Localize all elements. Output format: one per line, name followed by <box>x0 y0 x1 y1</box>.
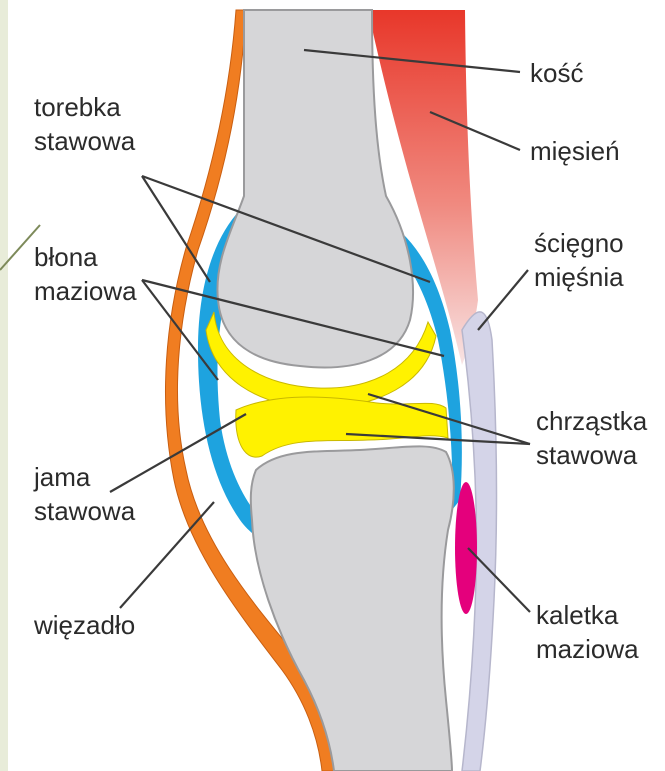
label-jama-line2: stawowa <box>34 494 135 528</box>
label-miesien: mięsień <box>530 134 620 168</box>
label-kaletka-maziowa: kaletka maziowa <box>536 598 639 666</box>
leader-sciegno <box>478 270 528 330</box>
label-sciegno-line1: ścięgno <box>534 226 624 260</box>
label-blona-line2: maziowa <box>34 274 137 308</box>
label-miesien-text: mięsień <box>530 134 620 168</box>
label-chrzastka-line1: chrząstka <box>536 404 647 438</box>
label-torebka-stawowa: torebka stawowa <box>34 90 135 158</box>
label-sciegno-miesnia: ścięgno mięśnia <box>534 226 624 294</box>
label-chrzastka-line2: stawowa <box>536 438 647 472</box>
label-chrzastka-stawowa: chrząstka stawowa <box>536 404 647 472</box>
label-blona-maziowa: błona maziowa <box>34 240 137 308</box>
label-torebka-line1: torebka <box>34 90 135 124</box>
label-jama-stawowa: jama stawowa <box>34 460 135 528</box>
tibia-bone <box>251 446 454 771</box>
label-kaletka-line2: maziowa <box>536 632 639 666</box>
label-jama-line1: jama <box>34 460 135 494</box>
bursa-shape <box>455 482 477 614</box>
label-kaletka-line1: kaletka <box>536 598 639 632</box>
label-kosc: kość <box>530 56 583 90</box>
label-kosc-text: kość <box>530 56 583 90</box>
label-wiezadlo-text: więzadło <box>34 608 135 642</box>
label-sciegno-line2: mięśnia <box>534 260 624 294</box>
label-wiezadlo: więzadło <box>34 608 135 642</box>
label-blona-line1: błona <box>34 240 137 274</box>
label-torebka-line2: stawowa <box>34 124 135 158</box>
